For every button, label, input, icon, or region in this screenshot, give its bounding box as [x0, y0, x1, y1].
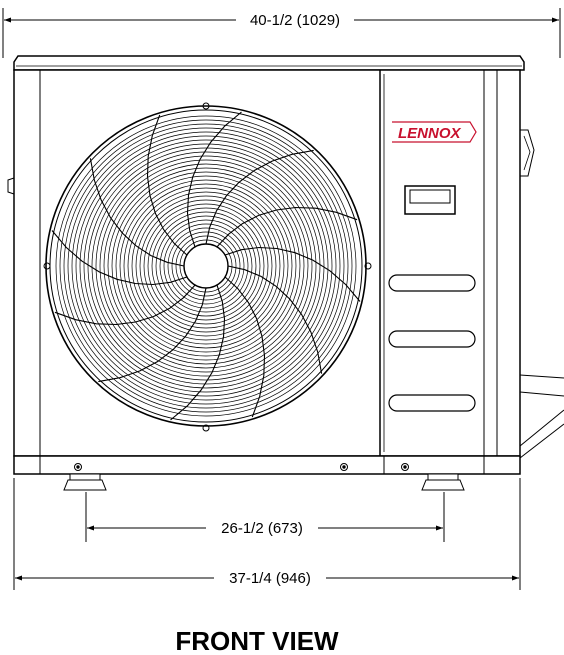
fan-guard-ring: [175, 235, 237, 297]
lennox-logo: LENNOX: [392, 121, 477, 143]
foot-spacing-label: 26-1/2 (673): [221, 520, 303, 537]
fan-guard-ring: [167, 227, 245, 305]
fan-guard-ring: [179, 239, 233, 293]
fan-guard-ring: [143, 203, 269, 329]
fan-guard-ring: [123, 183, 289, 349]
vent-slot: [388, 330, 476, 348]
right-foot: [421, 473, 465, 491]
fan-guard-spoke: [98, 287, 207, 383]
fan-guard-ring: [87, 147, 325, 385]
fan-guard-spoke: [227, 265, 323, 374]
fan-guard-ring: [111, 171, 301, 361]
overall-width-dimension: 40-1/2 (1029): [2, 8, 561, 58]
fan-guard-spoke: [216, 206, 358, 248]
fan-guard-ring: [135, 195, 277, 337]
fan-guard-spoke: [224, 246, 361, 302]
fan-guard-ring: [59, 119, 353, 413]
fan-guard-rim: [45, 105, 367, 427]
outdoor-unit: [7, 55, 564, 491]
fan-guard-ring: [55, 115, 357, 417]
fan-guard-spoke: [186, 111, 242, 248]
base-width-label: 37-1/4 (946): [229, 570, 311, 587]
fan-guard-spoke: [224, 276, 266, 418]
fan-guard-spoke: [205, 149, 314, 245]
fan-guard-ring: [119, 179, 293, 353]
fan-guard-spoke: [89, 158, 185, 267]
vent-slot: [388, 274, 476, 292]
panel-handle: [404, 185, 456, 215]
fan-guard-ring: [163, 223, 249, 309]
fan-guard-ring: [115, 175, 297, 357]
fan-guard-spoke: [54, 284, 196, 326]
fan-guard-ring: [139, 199, 273, 333]
left-foot: [63, 473, 107, 491]
fan-guard-ring: [79, 139, 333, 393]
fan-guard-screws: [43, 102, 372, 432]
vent-slot: [388, 394, 476, 412]
base-width-dimension: 37-1/4 (946): [13, 478, 521, 590]
lennox-logo-text: LENNOX: [398, 125, 462, 142]
fan-guard-ring: [127, 187, 285, 345]
fan-guard-spoke: [146, 114, 188, 256]
fan-guard-ring: [147, 207, 265, 325]
fan-hub: [183, 243, 229, 289]
fan-guard-ring: [75, 135, 337, 397]
fan-guard-ring: [155, 215, 257, 317]
fan-guard-ring: [171, 231, 241, 301]
fan-guard-ring: [103, 163, 309, 369]
fan-guard-ring: [99, 159, 313, 373]
foot-spacing-dimension: 26-1/2 (673): [85, 492, 445, 542]
control-panel: LENNOX: [388, 121, 477, 412]
fan-guard-ring: [151, 211, 261, 321]
overall-width-label: 40-1/2 (1029): [250, 12, 340, 29]
fan-guard-ring: [159, 219, 253, 313]
fan-guard-ring: [67, 127, 345, 405]
fan-guard-ring: [95, 155, 317, 377]
fan-guard-ring: [91, 151, 321, 381]
fan-guard-ring: [131, 191, 281, 341]
view-title: FRONT VIEW: [175, 626, 339, 655]
fan-guard-ring: [83, 143, 329, 389]
fan-guard-ring: [71, 131, 341, 401]
fan-guard-spoke: [170, 284, 226, 421]
fan-guard-spoke: [51, 230, 188, 286]
fan-guard-ring: [63, 123, 349, 409]
fan-guard-ring: [107, 167, 305, 365]
